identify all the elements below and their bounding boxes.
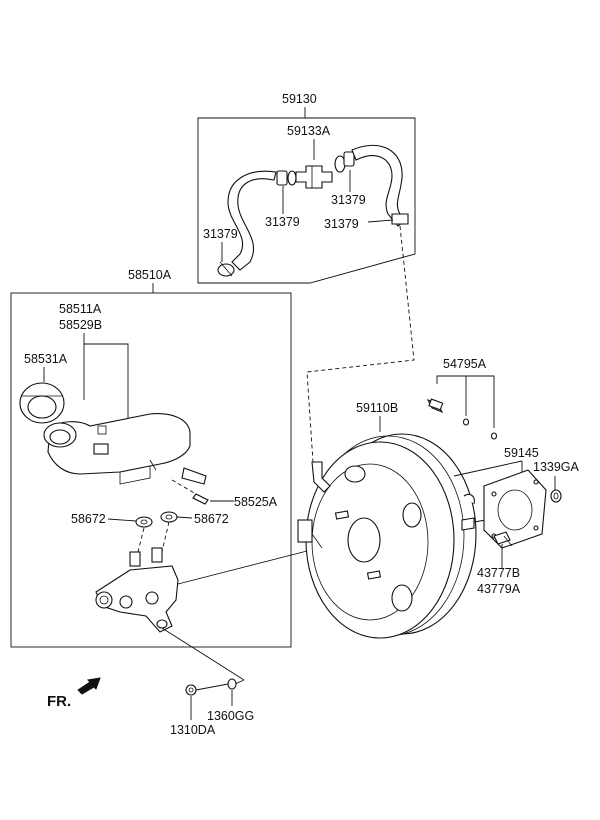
grommet-right [160, 511, 178, 523]
label-58672-left: 58672 [71, 512, 106, 526]
front-direction-indicator: FR. [47, 677, 101, 710]
label-43777B: 43777B [477, 566, 520, 580]
mounting-nut [185, 684, 197, 696]
grommet-left [135, 516, 153, 528]
stop-lamp-switch: 43777B 43779A [477, 531, 521, 596]
vacuum-hose-assembly: 59130 59133A 31379 [197, 92, 416, 284]
label-59110B: 59110B [356, 401, 398, 415]
label-31379-mid: 31379 [265, 215, 300, 229]
master-cylinder-assembly: 58510A 58511A 58529B 58531A [10, 268, 351, 685]
brake-fluid-reservoir [43, 413, 207, 485]
reservoir-cap [19, 382, 65, 424]
hose-clamp-left [217, 261, 235, 277]
label-59133A: 59133A [287, 124, 331, 138]
booster-nut: 1339GA [533, 460, 580, 503]
label-59145: 59145 [504, 446, 539, 460]
label-58511A: 58511A [59, 302, 102, 316]
check-valve [295, 165, 333, 189]
brake-booster: 59110B [297, 401, 499, 639]
label-59130: 59130 [282, 92, 317, 106]
clevis-kit: 54795A [426, 357, 498, 440]
label-58531A: 58531A [24, 352, 68, 366]
label-54795A: 54795A [443, 357, 487, 371]
label-58672-right: 58672 [194, 512, 229, 526]
label-58529B: 58529B [59, 318, 102, 332]
label-58525A: 58525A [234, 495, 278, 509]
hose-clamp-end [391, 213, 409, 225]
mounting-washer [227, 678, 237, 690]
label-31379-end: 31379 [324, 217, 359, 231]
label-58510A: 58510A [128, 268, 172, 282]
hose-clamp-right [334, 151, 355, 173]
label-31379-left: 31379 [203, 227, 238, 241]
front-direction-label: FR. [47, 693, 71, 710]
front-arrow-icon [77, 677, 101, 695]
vacuum-hose-left [227, 170, 277, 271]
label-43779A: 43779A [477, 582, 521, 596]
master-cylinder-body [95, 547, 179, 633]
booster-gasket: 59145 [453, 446, 547, 549]
label-1310DA: 1310DA [170, 723, 216, 737]
hose-clamp-mid [276, 170, 297, 186]
label-31379-right: 31379 [331, 193, 366, 207]
reservoir-pin [192, 493, 234, 505]
label-1339GA: 1339GA [533, 460, 580, 474]
label-1360GG: 1360GG [207, 709, 254, 723]
